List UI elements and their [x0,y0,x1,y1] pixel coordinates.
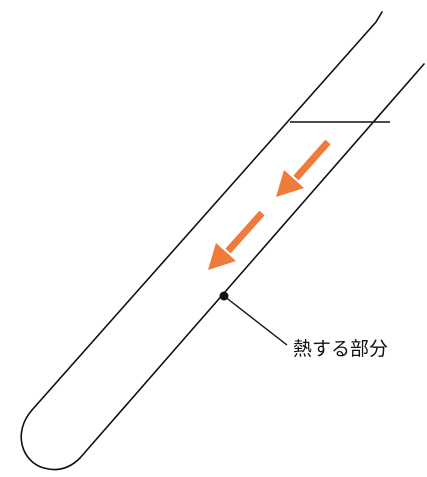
leader-line [223,295,288,346]
test-tube [20,11,425,471]
arrow-down-left-icon [208,210,265,270]
arrow-down-left-icon [276,139,331,197]
test-tube-bottom [20,409,81,471]
heated-part-label: 熱する部分 [293,338,388,360]
test-tube-left-wall [31,11,383,411]
test-tube-right-wall [79,63,425,459]
lower-arrow-shaft [225,210,265,254]
upper-arrow-shaft [293,139,331,181]
lower-arrow-head [208,243,236,270]
upper-arrow-head [276,170,304,197]
